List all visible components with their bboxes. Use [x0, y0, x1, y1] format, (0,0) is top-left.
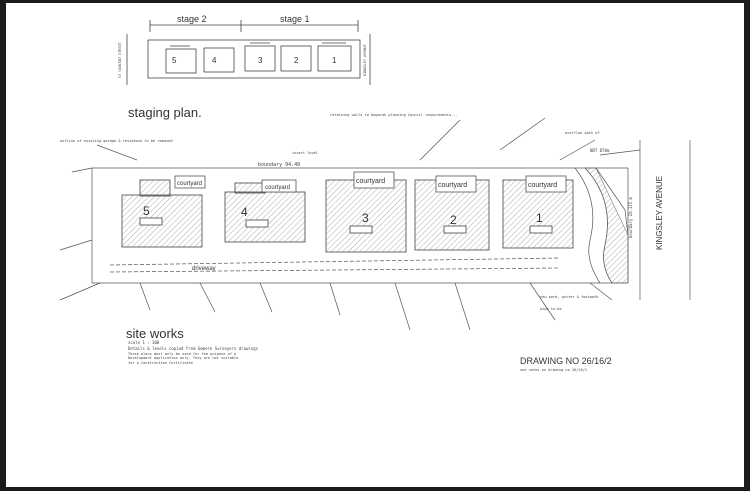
- avenue-label: KINGSLEY AVENUE: [655, 176, 664, 250]
- stage-2-label: stage 2: [177, 14, 207, 24]
- drawing-number: DRAWING NO 26/16/2: [520, 356, 612, 366]
- boundary-right-label: boundary 20.115 m: [628, 196, 633, 238]
- site-works-title: site works: [126, 326, 184, 341]
- note-remove-garage: outline of existing garage & residence t…: [60, 139, 173, 143]
- staging-unit-1: 1: [332, 56, 337, 65]
- unit-1-label: 1: [536, 211, 543, 225]
- courtyard-label-2: courtyard: [438, 182, 467, 189]
- staging-unit-5: 5: [172, 56, 177, 65]
- source-note: Details & levels copied from Gemere Surv…: [128, 346, 259, 351]
- unit-5-label: 5: [143, 204, 150, 218]
- note-retaining-walls: retaining walls to Kogarah planning Coun…: [330, 113, 458, 117]
- driveway-ramp: [584, 167, 629, 284]
- staging-unit-2: 2: [294, 56, 299, 65]
- note-invert: invert level: [292, 151, 318, 155]
- courtyard-label-1: courtyard: [528, 182, 557, 189]
- note-overflow: overflow path of: [565, 131, 600, 135]
- stage-1-label: stage 1: [280, 14, 310, 24]
- unit-4-footprint: [224, 191, 306, 243]
- disclaimer-note: These plans must only be used for the pu…: [128, 352, 239, 365]
- note-nbt: NBT 870m: [590, 148, 610, 153]
- staging-unit-3: 3: [258, 56, 263, 65]
- staging-unit-4: 4: [212, 56, 217, 65]
- courtyard-label-5: courtyard: [177, 181, 202, 187]
- driveway-label: driveway: [192, 266, 216, 272]
- unit-4-label: 4: [241, 205, 248, 219]
- staging-plan-title: staging plan.: [128, 105, 202, 120]
- staging-plan: [126, 20, 371, 85]
- note-kerb: new kerb, gutter & footpath: [540, 295, 598, 299]
- unit-3-label: 3: [362, 211, 369, 225]
- scale-note: scale 1 : 300: [128, 340, 160, 345]
- staging-street-left: ST VINCENT STREET: [118, 41, 122, 78]
- courtyard-label-4: courtyard: [265, 185, 290, 191]
- courtyard-label-3: courtyard: [356, 178, 385, 185]
- site-plan: [59, 117, 691, 331]
- staging-street-right: KINGSLEY AVENUE: [363, 44, 367, 76]
- note-pipe: pipe to be: [540, 307, 562, 311]
- unit-2-label: 2: [450, 213, 457, 227]
- boundary-label: boundary 94.48: [258, 162, 300, 168]
- drawing-revision-note: see notes on drawing no 26/16/1: [520, 368, 587, 372]
